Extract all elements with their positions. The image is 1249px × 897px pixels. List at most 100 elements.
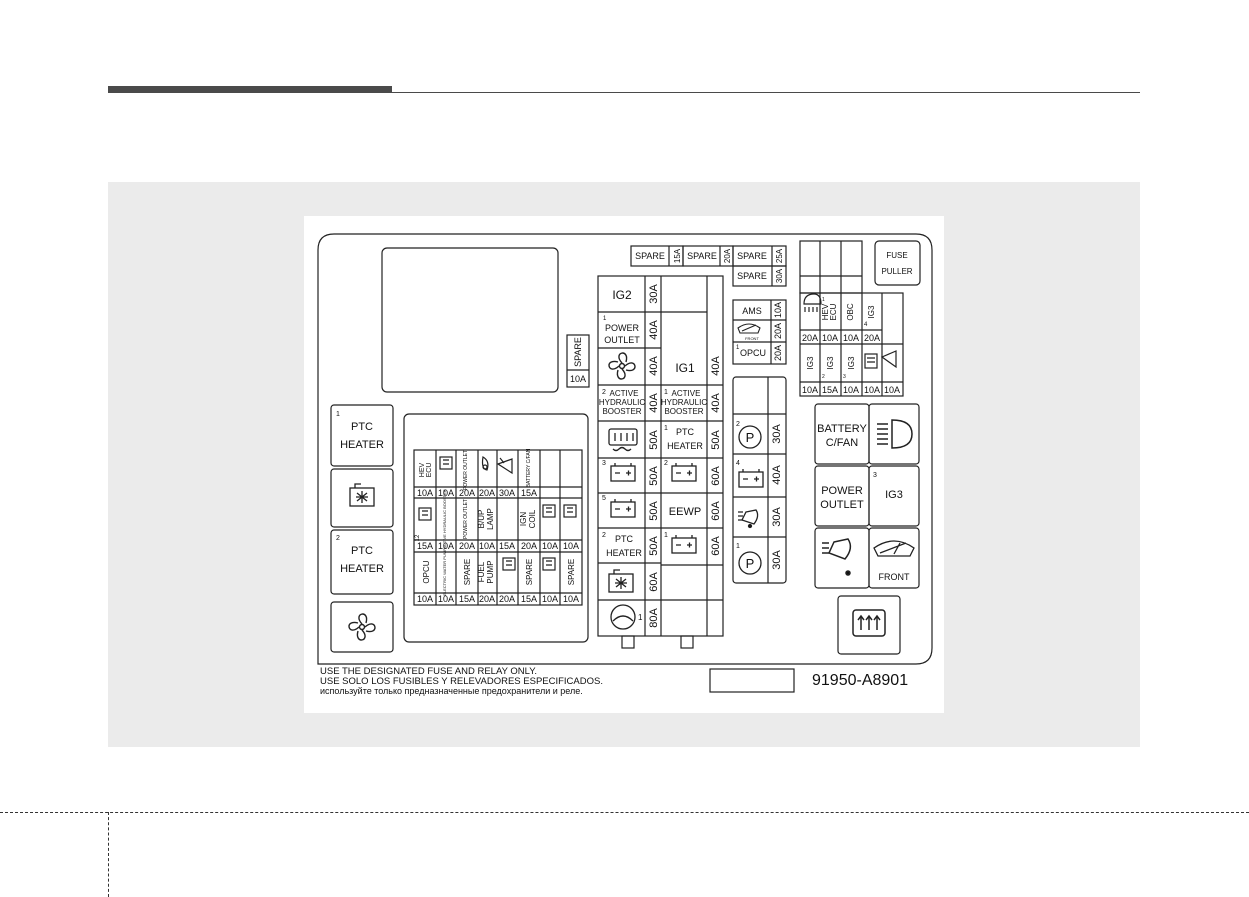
label-60a: 60A xyxy=(710,536,722,556)
label-fuel: FUEL xyxy=(477,561,486,582)
label-num: 1 xyxy=(664,425,668,432)
label-pump: PUMP xyxy=(486,560,495,583)
label-num: 2 xyxy=(736,421,740,428)
label-60a: 60A xyxy=(648,572,660,592)
label-10a: 10A xyxy=(570,374,586,384)
label-15a: 15A xyxy=(822,385,838,395)
label-spare: SPARE xyxy=(737,271,767,281)
label-num: 5 xyxy=(602,495,606,502)
relay-column xyxy=(732,376,787,584)
label-cfan: C/FAN xyxy=(826,437,858,449)
rear-wiper-icon xyxy=(822,538,852,576)
label-30a: 30A xyxy=(648,284,660,304)
horn-icon xyxy=(481,456,489,471)
label-puller: PULLER xyxy=(881,267,912,276)
label-num: 2 xyxy=(602,532,606,539)
label-30a: 30A xyxy=(775,268,784,283)
label-hev: HEV xyxy=(419,462,426,477)
label-num: 1 xyxy=(336,411,340,418)
label-power: POWER xyxy=(605,323,640,333)
connector-tab-right xyxy=(680,635,694,649)
label-heater: HEATER xyxy=(606,548,642,558)
label-obc: OBC xyxy=(846,303,855,321)
washer-icon xyxy=(880,350,897,369)
svg-text:P: P xyxy=(746,430,755,445)
notice-spanish: USE SOLO LOS FUSIBLES Y RELEVADORES ESPE… xyxy=(320,676,603,687)
fan-icon xyxy=(348,613,376,641)
label-40a: 40A xyxy=(771,465,783,485)
label-20a: 20A xyxy=(479,594,495,604)
label-30a: 30A xyxy=(771,507,783,527)
label-10a: 10A xyxy=(542,594,558,604)
label-ptc: PTC xyxy=(615,534,634,544)
label-15a: 15A xyxy=(521,594,537,604)
coolant-icon xyxy=(349,483,375,507)
label-20a: 20A xyxy=(459,488,475,498)
label-power-outlet: POWER OUTLET xyxy=(463,450,469,490)
gauge-icon xyxy=(610,604,636,630)
label-10a: 10A xyxy=(822,333,838,343)
parking-icon: P xyxy=(738,425,762,449)
battery-icon xyxy=(738,469,764,488)
label-10a: 10A xyxy=(843,333,859,343)
label-10a: 10A xyxy=(438,541,454,551)
label-num: 2 xyxy=(336,535,340,542)
label-40a: 40A xyxy=(648,320,660,340)
label-spare: SPARE xyxy=(463,559,472,586)
label-15a: 15A xyxy=(459,594,475,604)
label-10a: 10A xyxy=(563,541,579,551)
label-hydraulic: HYDRAULIC xyxy=(599,398,645,407)
label-num: 1 xyxy=(603,316,607,322)
label-15a: 15A xyxy=(499,541,515,551)
label-active: ACTIVE xyxy=(610,389,639,398)
label-num: 4 xyxy=(864,322,868,328)
label-15a: 15A xyxy=(521,488,537,498)
label-ign: IGN xyxy=(519,512,528,526)
label-fuse: FUSE xyxy=(886,251,907,260)
stop-lamp-icon xyxy=(418,507,432,521)
ig3-relay xyxy=(868,465,920,527)
rear-defog-relay xyxy=(837,595,901,655)
label-electric-water-pump: ELECTRIC WATER PUMP xyxy=(442,548,447,596)
fan-relay xyxy=(330,601,394,653)
stop-lamp-icon xyxy=(563,504,577,518)
label-outlet: OUTLET xyxy=(820,499,864,511)
headlamp-icon xyxy=(803,293,822,312)
label-num: 1 xyxy=(736,543,740,550)
battery-icon xyxy=(610,499,636,518)
label-30a: 30A xyxy=(771,550,783,570)
label-ptc: PTC xyxy=(351,421,373,433)
label-active-hydraulic-booster: ACTIVE HYDRAULIC BOOSTER xyxy=(442,489,447,548)
notice-russian: используйте только предназначенные предо… xyxy=(320,686,583,696)
front-wiper-icon xyxy=(873,540,915,557)
label-30a: 30A xyxy=(499,488,515,498)
label-10a: 10A xyxy=(479,541,495,551)
label-40a: 40A xyxy=(648,356,660,376)
label-50a: 50A xyxy=(648,501,660,521)
label-num: 2 xyxy=(664,460,668,467)
label-10a: 10A xyxy=(802,385,818,395)
label-coil: COIL xyxy=(528,509,537,528)
label-20a: 20A xyxy=(864,333,880,343)
front-wiper-icon xyxy=(737,323,761,334)
label-20a: 20A xyxy=(773,323,783,339)
label-blup: B/UP xyxy=(477,510,486,529)
ptc-heater-relay-1 xyxy=(330,404,394,467)
label-heater: HEATER xyxy=(667,441,703,451)
label-40a: 40A xyxy=(710,356,722,376)
label-power-outlet: POWER OUTLET xyxy=(463,499,469,539)
label-num: 3 xyxy=(843,374,846,380)
label-10a: 10A xyxy=(563,594,579,604)
cooling-relay xyxy=(330,468,394,528)
header-rule-thin xyxy=(392,92,1140,93)
blank-block xyxy=(381,247,559,393)
label-battery: BATTERY xyxy=(817,423,867,435)
stop-lamp-icon xyxy=(542,557,556,571)
label-box xyxy=(709,668,795,693)
label-50a: 50A xyxy=(648,430,660,450)
label-num: 2 xyxy=(822,374,825,380)
label-opcu: OPCU xyxy=(740,348,766,358)
front-wiper-relay xyxy=(868,527,920,589)
label-num: 12 xyxy=(415,534,421,541)
label-eewp: EEWP xyxy=(669,506,701,518)
